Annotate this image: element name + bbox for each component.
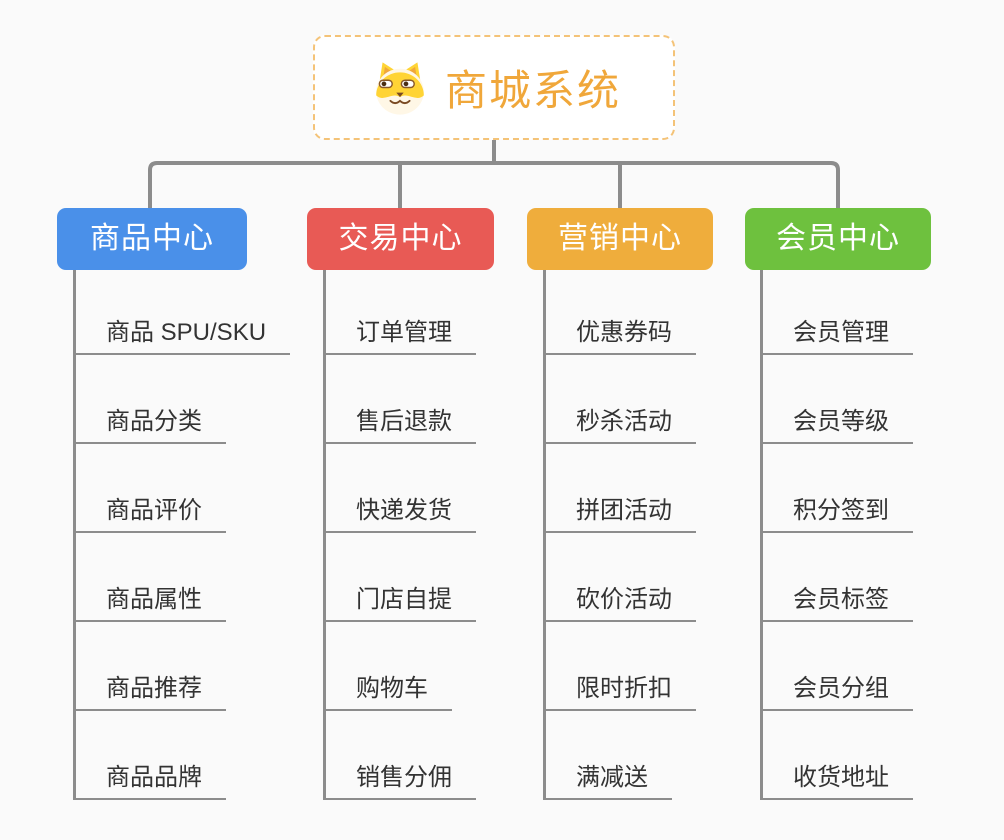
sub-topic-item[interactable]: 秒杀活动 (546, 355, 696, 444)
sub-topic-item[interactable]: 优惠券码 (546, 270, 696, 355)
sub-topic-label: 限时折扣 (546, 668, 696, 711)
branch-list-marketing-center: 优惠券码秒杀活动拼团活动砍价活动限时折扣满减送 (543, 270, 696, 800)
sub-topic-item[interactable]: 商品推荐 (76, 622, 290, 711)
sub-topic-label: 商品分类 (76, 401, 226, 444)
branch-box-member-center[interactable]: 会员中心 (745, 208, 931, 270)
branch-box-marketing-center[interactable]: 营销中心 (527, 208, 713, 270)
sub-topic-item[interactable]: 门店自提 (326, 533, 476, 622)
sub-topic-label: 商品 SPU/SKU (76, 312, 291, 355)
sub-topic-label: 收货地址 (763, 757, 913, 800)
sub-topic-label: 秒杀活动 (546, 401, 696, 444)
sub-topic-item[interactable]: 会员管理 (763, 270, 913, 355)
sub-topic-label: 快递发货 (326, 490, 476, 533)
root-title: 商城系统 (444, 67, 621, 114)
sub-topic-label: 会员管理 (763, 312, 913, 355)
sub-topic-label: 拼团活动 (546, 490, 696, 533)
sub-topic-item[interactable]: 会员标签 (763, 533, 913, 622)
sub-topic-item[interactable]: 销售分佣 (326, 711, 476, 800)
branch-box-product-center[interactable]: 商品中心 (57, 208, 247, 270)
branch-list-product-center: 商品 SPU/SKU 商品分类商品评价商品属性商品推荐商品品牌 (73, 270, 291, 800)
sub-topic-item[interactable]: 会员等级 (763, 355, 913, 444)
branch-rail-line (148, 161, 840, 208)
sub-topic-label: 会员标签 (763, 579, 913, 622)
sub-topic-item[interactable]: 售后退款 (326, 355, 476, 444)
sub-topic-label: 积分签到 (763, 490, 913, 533)
sub-topic-label: 优惠券码 (546, 312, 696, 355)
sub-topic-item[interactable]: 商品属性 (76, 533, 290, 622)
sub-topic-label: 商品品牌 (76, 757, 226, 800)
sub-topic-item[interactable]: 满减送 (546, 711, 696, 800)
sub-topic-label: 满减送 (546, 757, 672, 800)
root-node[interactable]: 商城系统 (313, 35, 675, 140)
sub-topic-label: 售后退款 (326, 401, 476, 444)
sub-topic-label: 商品推荐 (76, 668, 226, 711)
sub-topic-item[interactable]: 购物车 (326, 622, 476, 711)
sub-topic-label: 商品评价 (76, 490, 226, 533)
sub-topic-label: 销售分佣 (326, 757, 476, 800)
sub-topic-label: 购物车 (326, 668, 452, 711)
sub-topic-item[interactable]: 积分签到 (763, 444, 913, 533)
sub-topic-item[interactable]: 商品 SPU/SKU (76, 270, 291, 355)
sub-topic-label: 砍价活动 (546, 579, 696, 622)
sub-topic-item[interactable]: 收货地址 (763, 711, 913, 800)
sub-topic-item[interactable]: 砍价活动 (546, 533, 696, 622)
branch-list-member-center: 会员管理会员等级积分签到会员标签会员分组收货地址 (760, 270, 913, 800)
sub-topic-label: 商品属性 (76, 579, 226, 622)
branch-box-trade-center[interactable]: 交易中心 (307, 208, 494, 270)
sub-topic-label: 会员等级 (763, 401, 913, 444)
sub-topic-item[interactable]: 会员分组 (763, 622, 913, 711)
sub-topic-label: 门店自提 (326, 579, 476, 622)
sub-topic-item[interactable]: 快递发货 (326, 444, 476, 533)
sub-topic-item[interactable]: 商品品牌 (76, 711, 290, 800)
sub-topic-label: 订单管理 (326, 312, 476, 355)
sub-topic-item[interactable]: 限时折扣 (546, 622, 696, 711)
sub-topic-item[interactable]: 拼团活动 (546, 444, 696, 533)
sub-topic-item[interactable]: 订单管理 (326, 270, 476, 355)
sub-topic-label: 会员分组 (763, 668, 913, 711)
dog-face-icon (367, 58, 433, 118)
branch-list-trade-center: 订单管理售后退款快递发货门店自提购物车销售分佣 (323, 270, 476, 800)
sub-topic-item[interactable]: 商品评价 (76, 444, 290, 533)
sub-topic-item[interactable]: 商品分类 (76, 355, 290, 444)
